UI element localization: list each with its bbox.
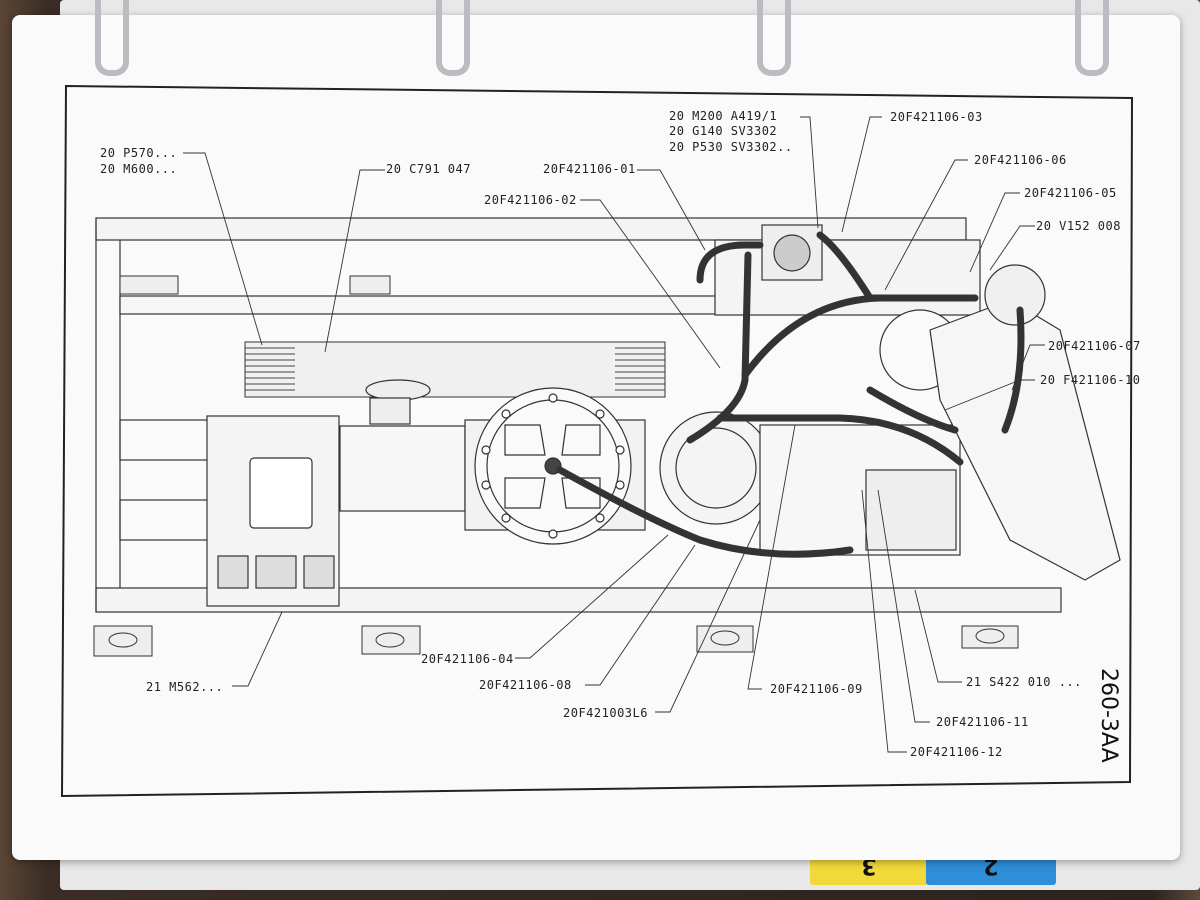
label-m562: 21 M562...: [146, 680, 223, 694]
label-m200-line1: 20 M200 A419/1: [669, 109, 777, 123]
binder-ring: [1075, 0, 1109, 76]
label-f03: 20F421106-03: [890, 110, 983, 124]
label-p570-line1: 20 P570...: [100, 146, 177, 160]
label-f08: 20F421106-08: [479, 678, 572, 692]
label-f05: 20F421106-05: [1024, 186, 1117, 200]
label-v152: 20 V152 008: [1036, 219, 1121, 233]
label-f07: 20F421106-07: [1048, 339, 1141, 353]
label-f06: 20F421106-06: [974, 153, 1067, 167]
label-f11: 20F421106-11: [936, 715, 1029, 729]
callout-labels: 20 P570... 20 M600... 20 C791 047 20F421…: [100, 109, 1141, 759]
label-m200-line2: 20 G140 SV3302: [669, 124, 777, 138]
label-p570-line2: 20 M600...: [100, 162, 177, 176]
drawing-frame: [60, 84, 1134, 798]
compressor-head: [464, 387, 646, 545]
label-f04: 20F421106-04: [421, 652, 514, 666]
binder-ring: [436, 0, 470, 76]
label-f12: 20F421106-12: [910, 745, 1003, 759]
drawing-code: 260-3AA: [1096, 668, 1121, 763]
belt-pulley: [244, 341, 666, 398]
mounting-feet: [93, 275, 1019, 657]
label-f003: 20F421003L6: [563, 706, 648, 720]
label-f09: 20F421106-09: [770, 682, 863, 696]
label-f02: 20F421106-02: [484, 193, 577, 207]
label-f10: 20 F421106-10: [1040, 373, 1140, 387]
hose-lines: [556, 231, 1025, 558]
label-m200-line3: 20 P530 SV3302..: [669, 140, 793, 154]
label-c791: 20 C791 047: [386, 162, 471, 176]
electric-motor: [206, 379, 466, 607]
binder-ring: [95, 0, 129, 76]
label-s422: 21 S422 010 ...: [966, 675, 1082, 689]
label-f01: 20F421106-01: [543, 162, 636, 176]
leader-lines: [183, 116, 1045, 753]
binder-ring: [757, 0, 791, 76]
